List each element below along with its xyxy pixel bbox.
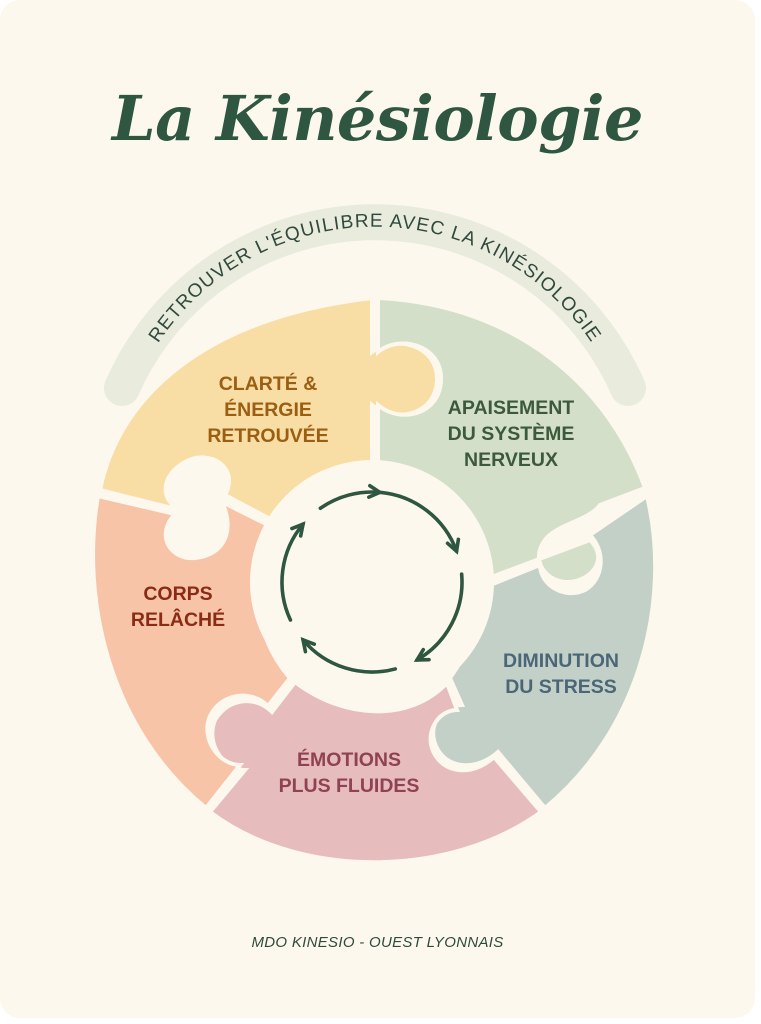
cycle-arrow-head (290, 521, 306, 538)
segment-label-line: CLARTÉ & (219, 372, 318, 395)
cycle-arrow-arc (280, 522, 305, 622)
segment-label-line: NERVEUX (464, 449, 558, 471)
cycle-arrow-arc (378, 490, 459, 554)
footer-credit: MDO KINESIO - OUEST LYONNAIS (251, 934, 504, 951)
segment-label-line: PLUS FLUIDES (279, 775, 420, 797)
arc-banner (104, 204, 646, 406)
cycle-arrow-head (367, 483, 384, 499)
segment-label-line: DU STRESS (505, 676, 617, 698)
cycle-arrow-arc (415, 572, 464, 662)
segment-label-line: RELÂCHÉ (131, 607, 225, 631)
cycle-arrow-head (300, 636, 317, 654)
segment-corps (91, 493, 293, 811)
segment-label-line: APAISEMENT (448, 397, 574, 419)
segment-label-line: DIMINUTION (503, 650, 619, 672)
cycle-arrow-arc (318, 490, 382, 511)
segment-label-line: ÉMOTIONS (297, 748, 401, 771)
segment-label-4: ÉMOTIONS PLUS FLUIDES (279, 748, 420, 797)
cycle-arrow-head (445, 537, 461, 555)
cycle-arrow-arc (301, 638, 398, 674)
segment-label-line: DU SYSTÈME (448, 422, 575, 445)
segment-label-line: ÉNERGIE (224, 398, 312, 421)
cycle-arrow-head (413, 647, 431, 662)
segment-label-line: CORPS (143, 583, 212, 605)
segment-label-2: APAISEMENT DU SYSTÈME NERVEUX (448, 397, 575, 471)
segment-labels: CLARTÉ & ÉNERGIE RETROUVÉE APAISEMENT DU SYS… (131, 372, 619, 797)
segment-label-1: CLARTÉ & ÉNERGIE RETROUVÉE (207, 372, 328, 447)
page-title: La Kinésiologie (112, 82, 643, 155)
segment-label-3: DIMINUTION DU STRESS (503, 650, 619, 698)
cycle-arrows-icon (280, 483, 464, 674)
segment-emotions (207, 679, 544, 865)
segment-label-line: RETROUVÉE (207, 424, 328, 447)
